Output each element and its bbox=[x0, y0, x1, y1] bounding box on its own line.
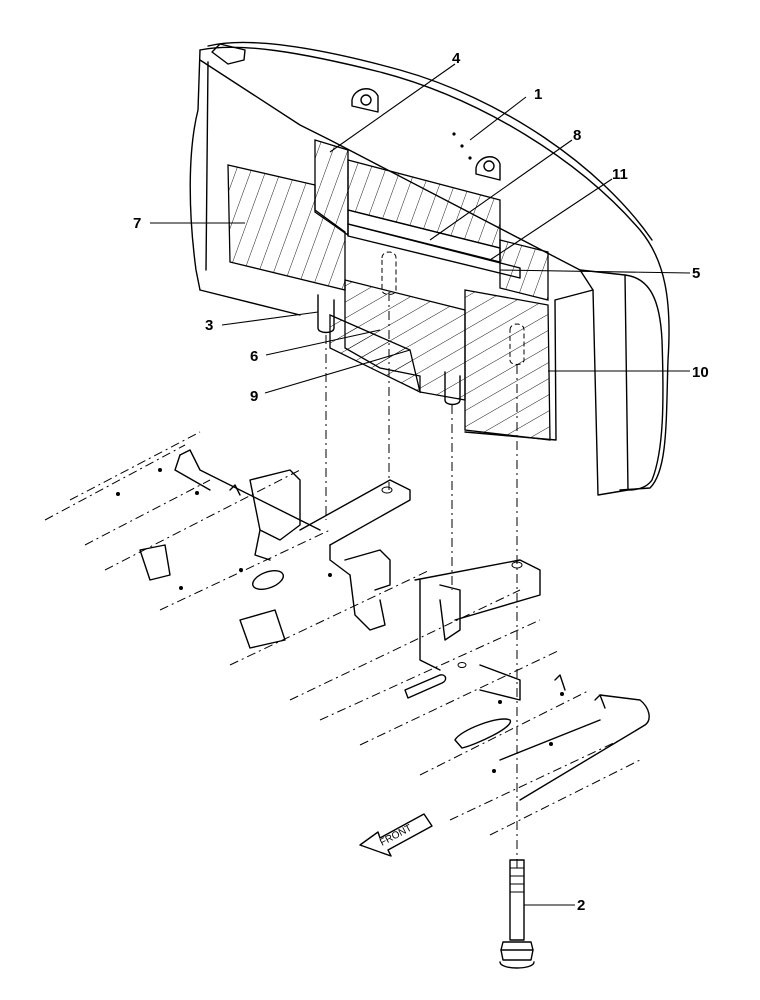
callout-4: 4 bbox=[452, 50, 461, 67]
callout-10: 10 bbox=[692, 364, 709, 381]
callout-2: 2 bbox=[577, 897, 585, 914]
callout-1: 1 bbox=[534, 86, 542, 103]
mounting-bolt bbox=[499, 859, 535, 969]
alignment-lines bbox=[325, 292, 518, 870]
callout-11: 11 bbox=[612, 166, 628, 183]
callout-9: 9 bbox=[250, 388, 258, 405]
callout-8: 8 bbox=[573, 127, 581, 144]
front-direction-arrow-icon: FRONT bbox=[359, 813, 433, 857]
callout-leaders bbox=[150, 63, 691, 906]
callout-6: 6 bbox=[250, 348, 258, 365]
callout-3: 3 bbox=[205, 317, 213, 334]
front-label: FRONT bbox=[378, 823, 414, 849]
callout-5: 5 bbox=[692, 265, 700, 282]
callout-7: 7 bbox=[133, 215, 141, 232]
upper-frame bbox=[44, 431, 650, 836]
counterweight bbox=[189, 41, 670, 496]
callout-labels: 1 2 3 4 5 6 7 8 9 10 11 bbox=[133, 50, 709, 914]
